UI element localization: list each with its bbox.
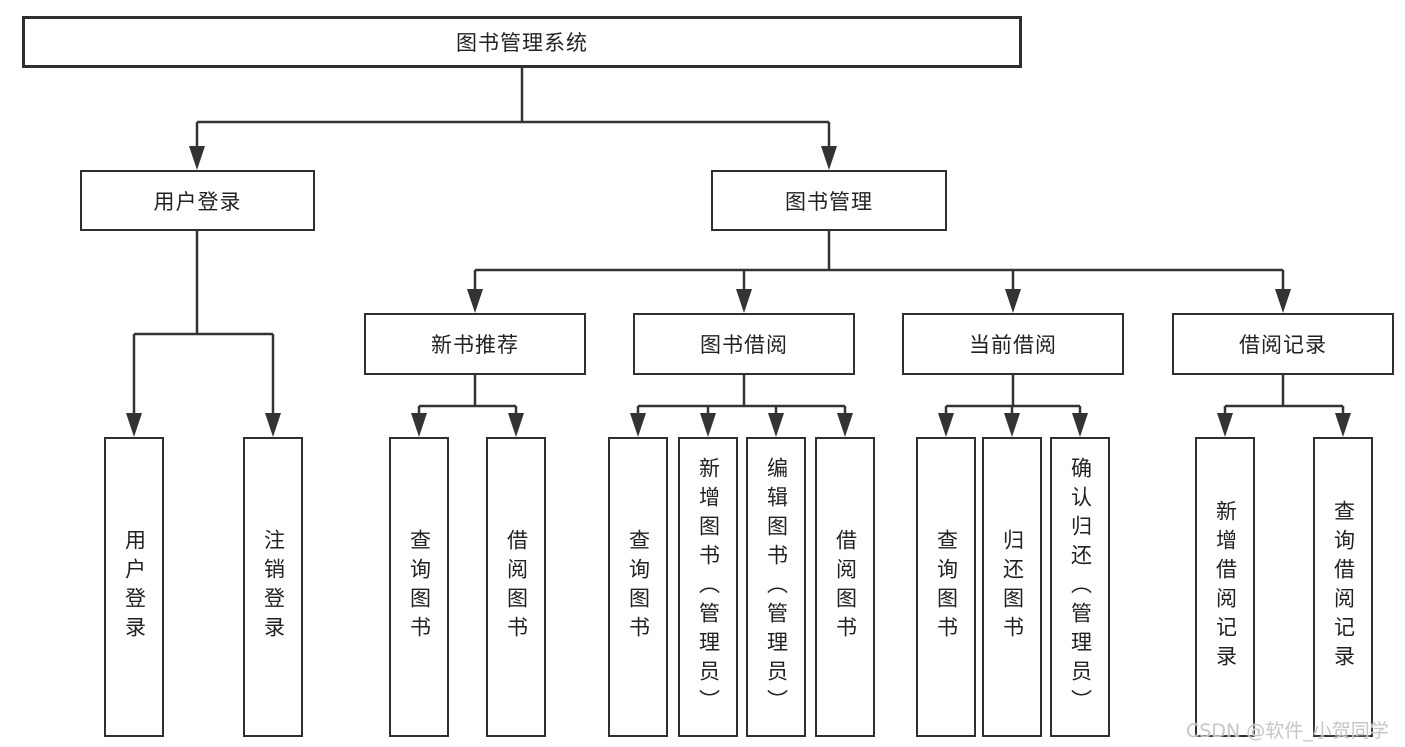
leaf-records-add-borrow-record: 新增借阅记录 (1195, 437, 1255, 737)
leaf-current-return-books: 归还图书 (982, 437, 1042, 737)
arrow-down-icon (189, 146, 205, 170)
leaf-borrow-borrow-books: 借阅图书 (815, 437, 875, 737)
arrow-down-icon (467, 289, 483, 313)
arrow-down-icon (938, 413, 954, 437)
arrow-down-icon (768, 413, 784, 437)
arrow-down-icon (630, 413, 646, 437)
leaf-user-login: 用户登录 (104, 437, 164, 737)
leaf-borrow-add-books-admin: 新增图书（管理员） (678, 437, 738, 737)
node-library-management-system: 图书管理系统 (22, 16, 1022, 68)
arrow-down-icon (700, 413, 716, 437)
leaf-newbook-borrow-books: 借阅图书 (486, 437, 546, 737)
leaf-newbook-query-books: 查询图书 (389, 437, 449, 737)
leaf-records-query-borrow-record: 查询借阅记录 (1313, 437, 1373, 737)
node-borrowing-records: 借阅记录 (1172, 313, 1394, 375)
leaf-current-confirm-return-admin: 确认归还（管理员） (1050, 437, 1110, 737)
leaf-current-query-books: 查询图书 (916, 437, 976, 737)
arrow-down-icon (1217, 413, 1233, 437)
node-book-management: 图书管理 (711, 170, 947, 231)
arrow-down-icon (265, 413, 281, 437)
node-current-borrowing: 当前借阅 (902, 313, 1124, 375)
node-book-borrowing: 图书借阅 (633, 313, 855, 375)
node-user-login: 用户登录 (80, 170, 315, 231)
arrow-down-icon (1335, 413, 1351, 437)
leaf-borrow-edit-books-admin: 编辑图书（管理员） (746, 437, 806, 737)
arrow-down-icon (508, 413, 524, 437)
arrow-down-icon (736, 289, 752, 313)
arrow-down-icon (837, 413, 853, 437)
arrow-down-icon (411, 413, 427, 437)
leaf-borrow-query-books: 查询图书 (608, 437, 668, 737)
node-new-book-recommend: 新书推荐 (364, 313, 586, 375)
arrow-down-icon (1072, 413, 1088, 437)
arrow-down-icon (821, 146, 837, 170)
arrow-down-icon (1275, 289, 1291, 313)
arrow-down-icon (1005, 289, 1021, 313)
arrow-down-icon (126, 413, 142, 437)
leaf-logout-login: 注销登录 (243, 437, 303, 737)
csdn-watermark: CSDN @软件_小贺同学 (1186, 720, 1389, 742)
arrow-down-icon (1004, 413, 1020, 437)
